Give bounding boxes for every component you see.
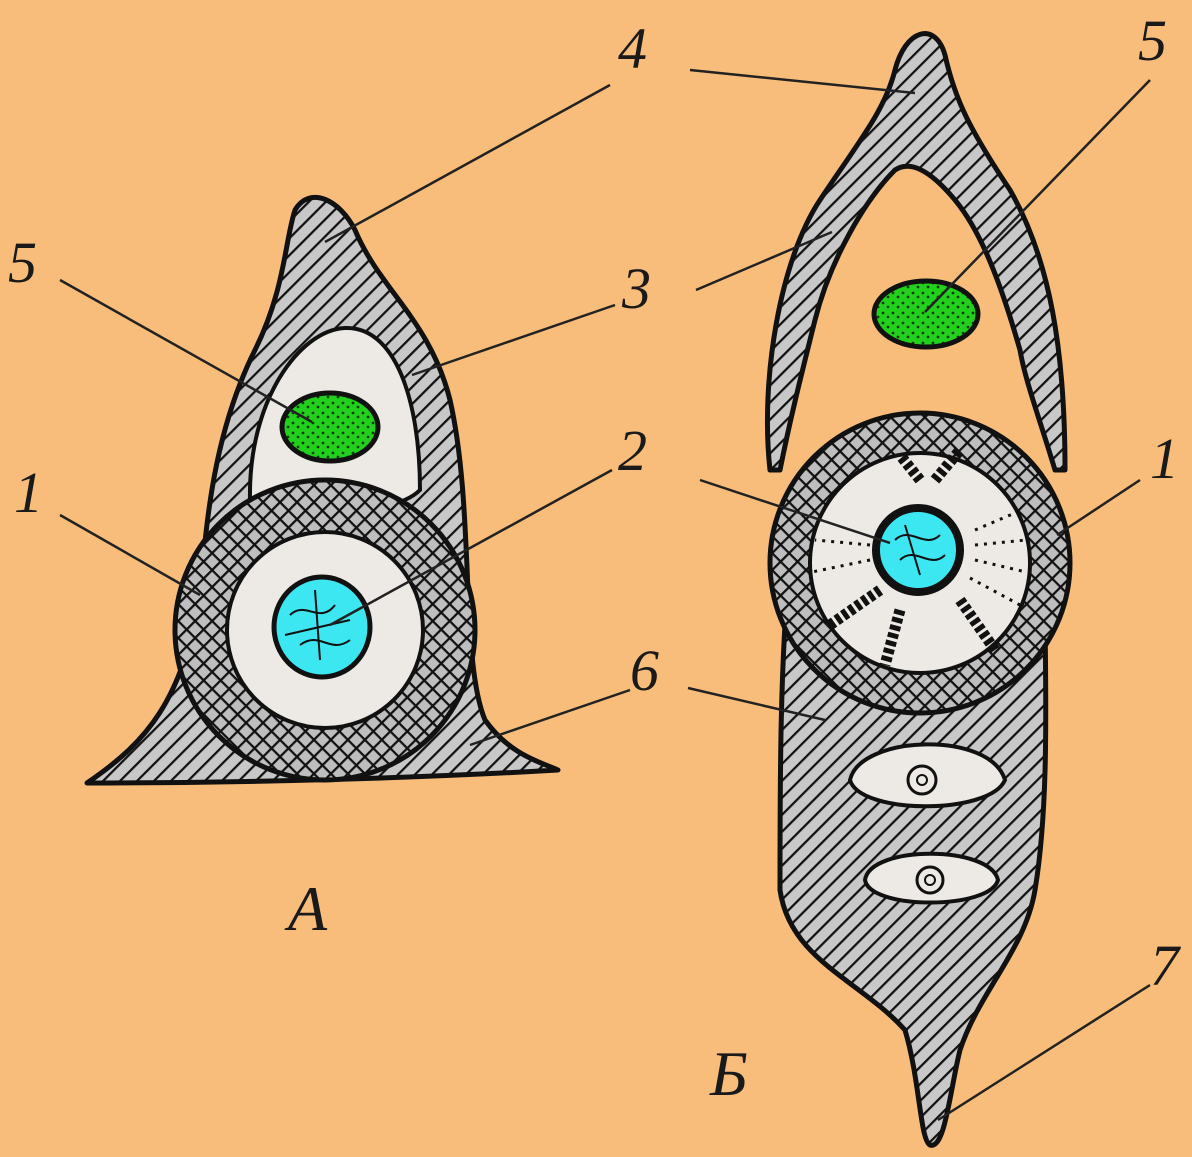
label-a-5: 5	[8, 230, 37, 295]
figure-a-title: А	[284, 873, 328, 944]
label-a-2: 2	[618, 418, 647, 483]
leader-b-1	[1057, 480, 1140, 535]
figure-b-vacuole-2	[865, 854, 998, 903]
figure-a-green-body	[282, 393, 378, 461]
label-a-6: 6	[630, 638, 659, 703]
leader-a-6	[470, 690, 630, 745]
leader-b-4	[690, 70, 915, 93]
label-a-1: 1	[14, 460, 43, 525]
leader-a-1	[60, 515, 200, 595]
figure-b-capsule	[767, 34, 1065, 470]
figure-b-green-body	[874, 281, 978, 347]
label-b-7: 7	[1150, 933, 1181, 998]
leader-a-3	[412, 305, 615, 375]
figure-b-title: Б	[709, 1038, 748, 1109]
label-a-3: 3	[621, 256, 651, 321]
label-a-4: 4	[618, 16, 647, 81]
leader-a-4	[325, 85, 610, 242]
figure-a	[87, 197, 558, 783]
figure-b-nucleus	[876, 508, 960, 592]
label-b-5: 5	[1138, 8, 1167, 73]
figure-b	[767, 34, 1070, 1146]
label-b-1: 1	[1150, 426, 1179, 491]
figure-b-vacuole-1	[850, 744, 1005, 806]
